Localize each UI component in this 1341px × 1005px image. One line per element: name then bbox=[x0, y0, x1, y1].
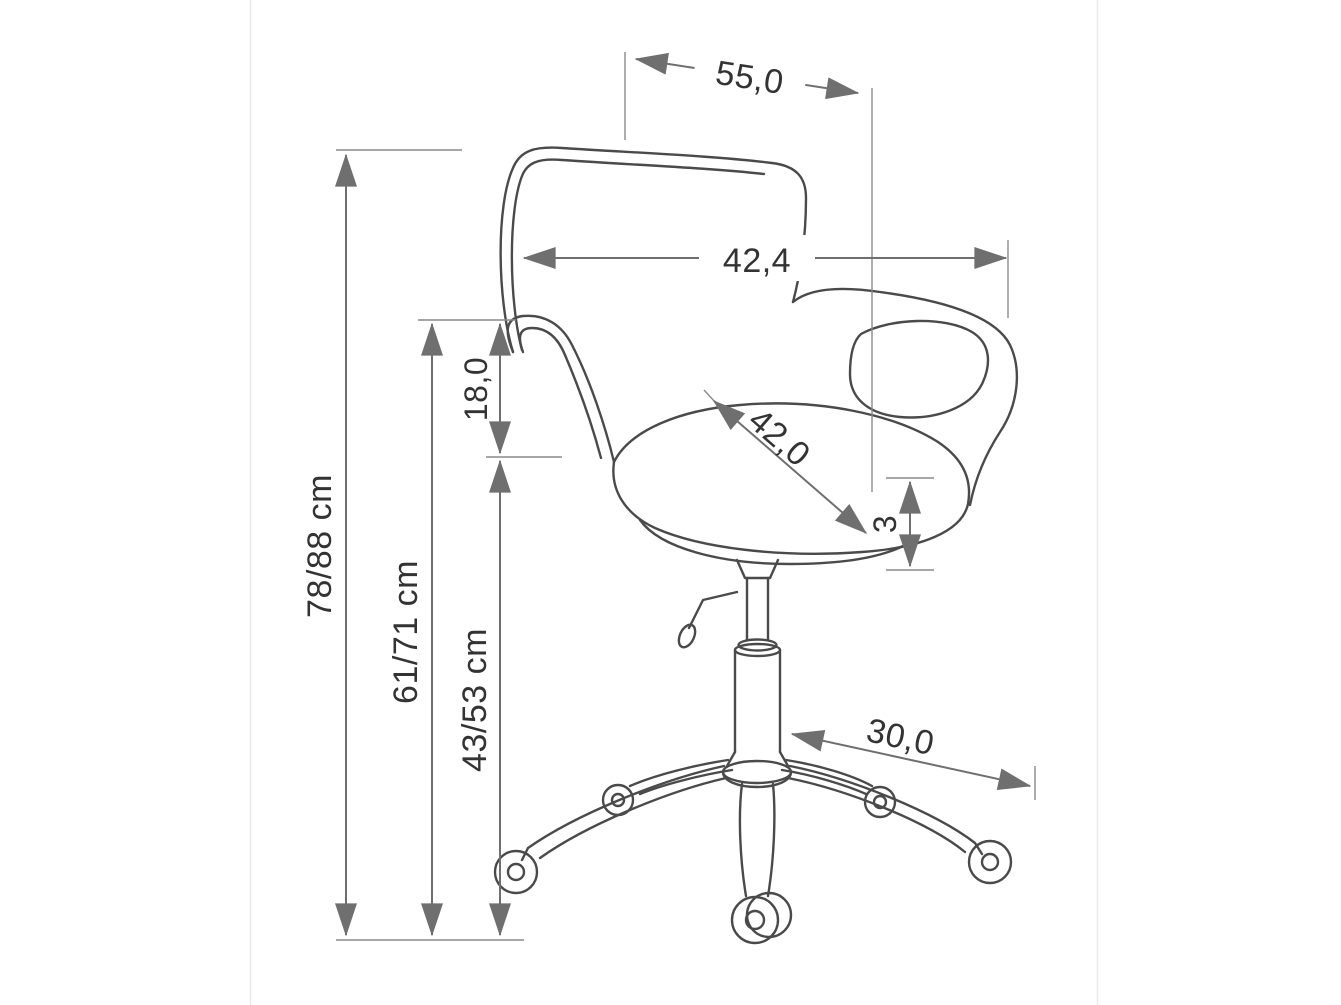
seat-front-edge bbox=[638, 518, 907, 566]
caster-right bbox=[967, 839, 1013, 885]
dimension-overall-height: 78/88 cm bbox=[301, 149, 524, 941]
gaslift-cylinder-top bbox=[733, 642, 782, 658]
base-hub-cone bbox=[725, 750, 790, 768]
dimension-line bbox=[790, 730, 1032, 790]
gaslift-shaft bbox=[745, 576, 770, 642]
armrest-right-ring bbox=[848, 319, 990, 419]
base-leg-back-left bbox=[628, 758, 734, 796]
backrest-outer bbox=[499, 146, 808, 354]
dimension-top-width: 55,0 bbox=[624, 44, 873, 492]
dimension-label-seat-edge: 3 bbox=[867, 515, 903, 533]
backrest-inner bbox=[510, 158, 766, 352]
height-lever-paddle bbox=[677, 623, 697, 649]
base-leg-right bbox=[786, 764, 984, 856]
gaslift-cone bbox=[735, 558, 780, 580]
dimension-seat-edge: 3 bbox=[867, 477, 934, 571]
caster-left bbox=[493, 849, 539, 895]
dimension-seat-depth: 42,0 bbox=[703, 389, 868, 534]
dimension-label-base-radius: 30,0 bbox=[863, 711, 938, 763]
armrest-left-inner bbox=[518, 326, 603, 460]
base-hub-lower bbox=[721, 770, 793, 789]
dimension-label-overall-height: 78/88 cm bbox=[301, 474, 339, 618]
height-lever bbox=[687, 590, 739, 630]
gaslift-cylinder bbox=[733, 648, 782, 754]
dimension-backrest-width: 42,4 bbox=[522, 235, 1009, 318]
dimension-line bbox=[712, 400, 868, 534]
dimension-label-seat-depth: 42,0 bbox=[741, 401, 817, 474]
label-mask bbox=[691, 44, 809, 108]
dimension-base-radius: 30,0 bbox=[790, 711, 1036, 800]
dimension-label-armrest-above-seat: 18,0 bbox=[458, 357, 494, 421]
base-leg-front bbox=[738, 782, 776, 898]
dimension-label-armrest-height: 61/71 cm bbox=[387, 560, 425, 704]
caster-front bbox=[730, 891, 793, 945]
dimension-label-seat-height: 43/53 cm bbox=[456, 628, 494, 772]
base-hub bbox=[721, 759, 793, 785]
shoulder-right bbox=[791, 287, 1019, 507]
gaslift-collar bbox=[737, 638, 778, 652]
dimension-seat-height: 43/53 cm bbox=[456, 459, 511, 937]
caster-back-left bbox=[601, 783, 635, 817]
armrest-left-outer bbox=[506, 314, 616, 464]
dimension-armrest-height: 61/71 cm bbox=[387, 322, 443, 937]
dimension-armrest-above-seat: 18,0 bbox=[418, 319, 562, 458]
label-mask bbox=[699, 235, 815, 281]
dimension-label-backrest-width: 42,4 bbox=[723, 242, 791, 280]
